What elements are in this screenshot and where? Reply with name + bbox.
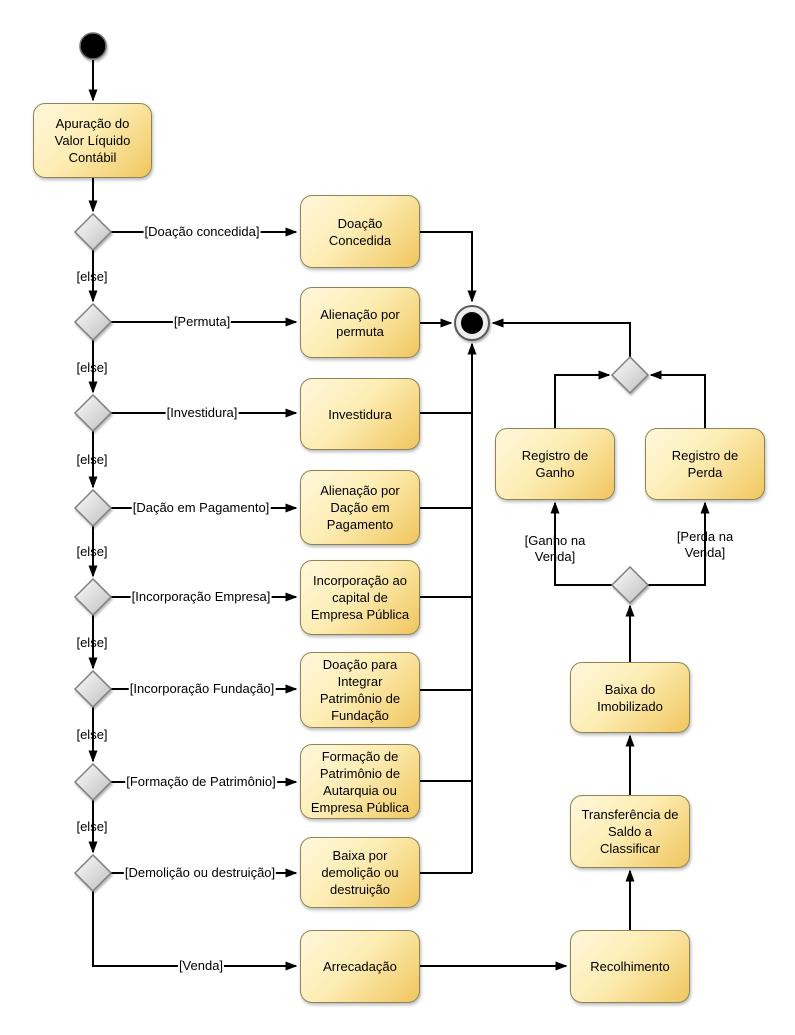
activity-recolhimento: Recolhimento xyxy=(570,930,690,1003)
guard-dacao-pagamento: [Dação em Pagamento] xyxy=(131,500,271,516)
guard-else-6: [else] xyxy=(76,727,108,742)
activity-registro-perda-label: Registro de Perda xyxy=(671,448,739,480)
guard-demolicao-destruicao: [Demolição ou destruição] xyxy=(123,865,277,881)
activity-registro-ganho: Registro de Ganho xyxy=(495,428,615,500)
guard-else-5: [else] xyxy=(76,635,108,650)
activity-arrecadacao: Arrecadação xyxy=(300,930,420,1003)
activity-baixa-demolicao-label: Baixa por demolição ou destruição xyxy=(321,848,399,897)
guard-else-4: [else] xyxy=(76,544,108,559)
activity-doacao-concedida: Doação Concedida xyxy=(300,195,420,268)
edge-merge-to-final xyxy=(491,318,631,357)
decision-formacao-patrimonio xyxy=(73,762,113,802)
decision-incorporacao-fundacao xyxy=(73,669,113,709)
activity-alienacao-dacao-label: Alienação por Dação em Pagamento xyxy=(320,483,400,532)
activity-doacao-integrar-label: Doação para Integrar Patrimônio de Funda… xyxy=(319,657,401,723)
guard-incorporacao-fundacao: [Incorporação Fundação] xyxy=(128,681,276,697)
decision-doacao-concedida xyxy=(73,212,113,252)
decision-ganho-perda xyxy=(610,565,650,605)
guard-else-3: [else] xyxy=(76,452,108,467)
start-node xyxy=(79,32,107,60)
activity-alienacao-permuta: Alienação por permuta xyxy=(300,287,420,358)
activity-apuracao: Apuração do Valor Líquido Contábil xyxy=(33,103,152,178)
edge-doacao-to-final xyxy=(420,231,477,303)
decision-dacao-pagamento xyxy=(73,488,113,528)
guard-else-1: [else] xyxy=(76,269,108,284)
activity-apuracao-label: Apuração do Valor Líquido Contábil xyxy=(54,116,131,165)
decision-permuta xyxy=(73,302,113,342)
activity-baixa-imobilizado-label: Baixa do Imobilizado xyxy=(597,681,663,714)
decision-demolicao xyxy=(73,853,113,893)
guard-investidura: [Investidura] xyxy=(165,405,239,421)
guard-perda-venda: [Perda na Venda] xyxy=(676,529,734,560)
decision-investidura xyxy=(73,393,113,433)
activity-alienacao-permuta-label: Alienação por permuta xyxy=(320,306,400,339)
activity-baixa-demolicao: Baixa por demolição ou destruição xyxy=(300,837,420,908)
activity-recolhimento-label: Recolhimento xyxy=(590,959,670,974)
activity-registro-ganho-label: Registro de Ganho xyxy=(521,448,589,480)
guard-permuta: [Permuta] xyxy=(172,314,232,330)
decision-incorporacao-empresa xyxy=(73,577,113,617)
guard-ganho-venda: [Ganho na Venda] xyxy=(524,533,586,564)
activity-transferencia-saldo: Transferência de Saldo a Classificar xyxy=(570,795,690,868)
activity-formacao-patrimonio: Formação de Patrimônio de Autarquia ou E… xyxy=(300,744,420,819)
edge-decision-to-ganho xyxy=(550,501,612,586)
activity-incorporacao-capital-label: Incorporação ao capital de Empresa Públi… xyxy=(310,573,410,622)
final-node-core xyxy=(461,312,483,334)
activity-investidura: Investidura xyxy=(300,378,420,450)
guard-venda: [Venda] xyxy=(177,958,225,974)
activity-transferencia-saldo-label: Transferência de Saldo a Classificar xyxy=(581,807,679,856)
guard-formacao-patrimonio: [Formação de Patrimônio] xyxy=(125,774,277,790)
guard-else-7: [else] xyxy=(76,819,108,834)
activity-investidura-label: Investidura xyxy=(328,406,392,422)
edge-decision-to-perda xyxy=(648,501,710,586)
activity-doacao-integrar: Doação para Integrar Patrimônio de Funda… xyxy=(300,652,420,728)
guard-doacao-concedida: [Doação concedida] xyxy=(143,224,261,240)
activity-alienacao-dacao: Alienação por Dação em Pagamento xyxy=(300,470,420,545)
edge-perda-to-merge xyxy=(649,370,706,428)
activity-registro-perda: Registro de Perda xyxy=(645,428,765,500)
guard-incorporacao-empresa: [Incorporação Empresa] xyxy=(130,589,272,605)
activity-formacao-patrimonio-label: Formação de Patrimônio de Autarquia ou E… xyxy=(310,748,410,815)
guard-else-2: [else] xyxy=(76,360,108,375)
edge-venda xyxy=(92,891,298,971)
activity-incorporacao-capital: Incorporação ao capital de Empresa Públi… xyxy=(300,560,420,635)
merge-ganho-perda xyxy=(610,355,650,395)
activity-arrecadacao-label: Arrecadação xyxy=(323,959,397,974)
activity-doacao-concedida-label: Doação Concedida xyxy=(328,215,392,248)
activity-baixa-imobilizado: Baixa do Imobilizado xyxy=(570,662,690,733)
edge-ganho-to-merge xyxy=(554,370,611,428)
